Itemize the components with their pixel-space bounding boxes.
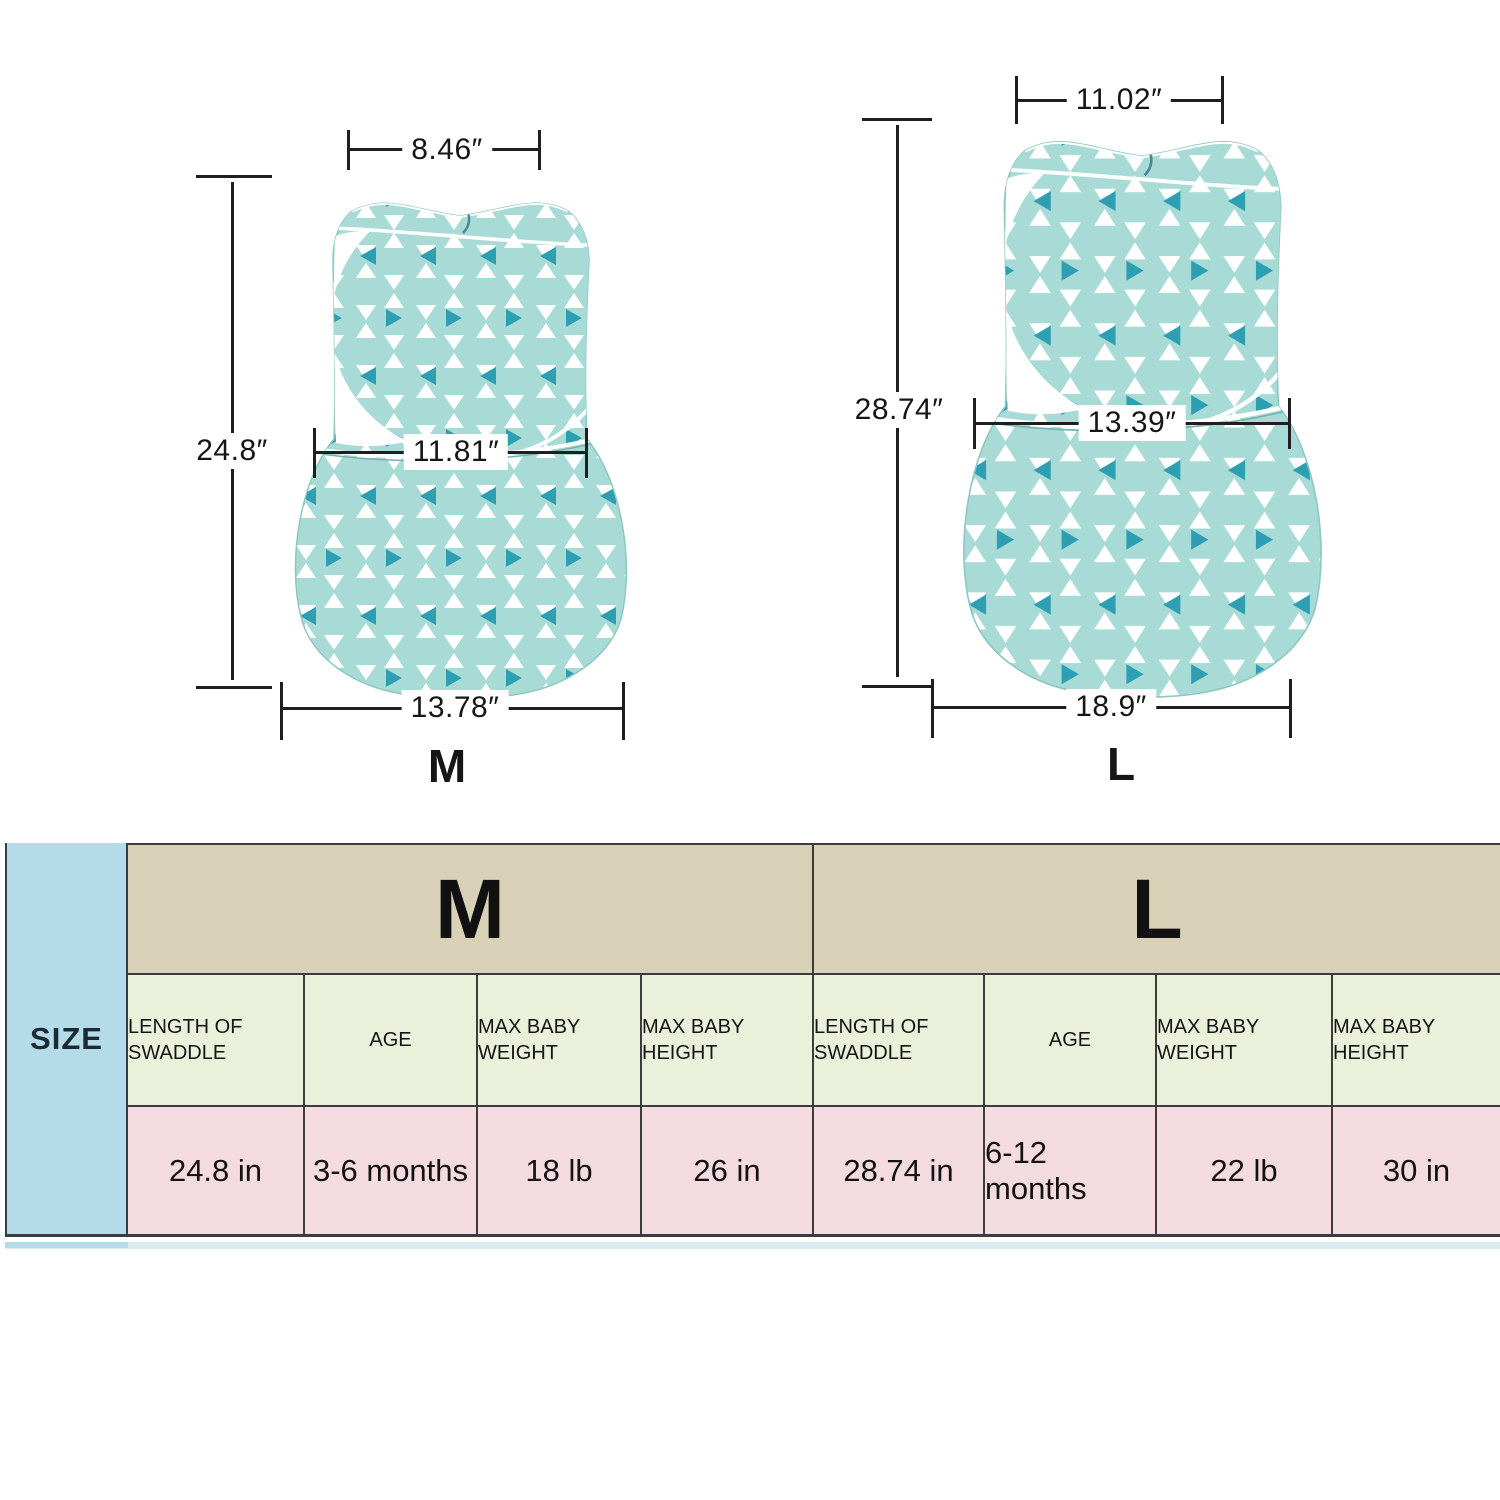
m-height-dim-cap-top <box>196 175 272 178</box>
data-cell: 24.8 in <box>128 1105 303 1237</box>
column-header-label: LENGTH OF SWADDLE <box>814 1016 929 1064</box>
m-group-header: M <box>128 843 812 973</box>
column-header-cell: MAX BABY WEIGHT <box>1155 973 1331 1105</box>
data-cell: 3-6 months <box>303 1105 476 1237</box>
l-height-dim-cap-top <box>862 118 932 121</box>
l-bottom-dim-label: 18.9″ <box>1066 689 1156 725</box>
l-mid-dim-endbar-right <box>1288 398 1291 449</box>
column-header-label: MAX BABY WEIGHT <box>1157 1016 1259 1064</box>
figure-size-label-l: L <box>1106 738 1136 790</box>
m-bottom-dim-label: 13.78″ <box>401 690 509 726</box>
m-top-dim-endbar-left <box>347 130 350 170</box>
column-header-cell: LENGTH OF SWADDLE <box>128 973 303 1105</box>
size-table: SIZE M L LENGTH OF SWADDLE AGE MAX BABY … <box>5 843 1500 1237</box>
l-height-dim-label: 28.74″ <box>845 392 953 428</box>
data-cell: 28.74 in <box>812 1105 983 1237</box>
m-height-dim-line <box>231 182 234 680</box>
column-header-cell: AGE <box>983 973 1155 1105</box>
data-cell: 30 in <box>1331 1105 1500 1237</box>
l-mid-dim-endbar-left <box>973 398 976 449</box>
column-header-cell: MAX BABY WEIGHT <box>476 973 640 1105</box>
m-height-dim-cap-bottom <box>196 686 272 689</box>
bottom-strip-size-stub <box>5 1242 128 1248</box>
column-header-label: AGE <box>369 1029 412 1051</box>
data-cell: 18 lb <box>476 1105 640 1237</box>
m-top-dim-label: 8.46″ <box>402 132 492 168</box>
m-height-dim-label: 24.8″ <box>187 433 277 469</box>
m-mid-dim-endbar-left <box>313 428 316 478</box>
column-header-cell: MAX BABY HEIGHT <box>640 973 812 1105</box>
l-mid-dim-label: 13.39″ <box>1078 405 1186 441</box>
l-top-dim-endbar-right <box>1221 76 1224 124</box>
l-height-dim-cap-bottom <box>862 685 932 688</box>
l-top-dim-label: 11.02″ <box>1066 82 1172 118</box>
column-header-cell: MAX BABY HEIGHT <box>1331 973 1500 1105</box>
column-header-cell: AGE <box>303 973 476 1105</box>
l-group-header: L <box>812 843 1500 973</box>
column-header-label: LENGTH OF SWADDLE <box>128 1016 243 1064</box>
bottom-strip <box>5 1242 1500 1249</box>
m-top-dim-endbar-right <box>538 130 541 170</box>
l-bottom-dim-endbar-left <box>931 679 934 738</box>
size-table-corner: SIZE <box>5 843 128 1237</box>
figure-size-label-m: M <box>427 740 467 792</box>
l-top-dim-endbar-left <box>1015 76 1018 124</box>
column-header-label: AGE <box>1048 1029 1092 1051</box>
column-header-label: MAX BABY HEIGHT <box>642 1016 744 1064</box>
m-bottom-dim-endbar-right <box>622 682 625 740</box>
data-cell: 6-12 months <box>983 1105 1155 1237</box>
m-mid-dim-label: 11.81″ <box>403 434 509 470</box>
data-cell: 22 lb <box>1155 1105 1331 1237</box>
column-header-cell: LENGTH OF SWADDLE <box>812 973 983 1105</box>
data-cell: 26 in <box>640 1105 812 1237</box>
column-header-label: MAX BABY WEIGHT <box>478 1016 580 1064</box>
m-bottom-dim-endbar-left <box>280 682 283 740</box>
column-header-label: MAX BABY HEIGHT <box>1333 1016 1435 1064</box>
